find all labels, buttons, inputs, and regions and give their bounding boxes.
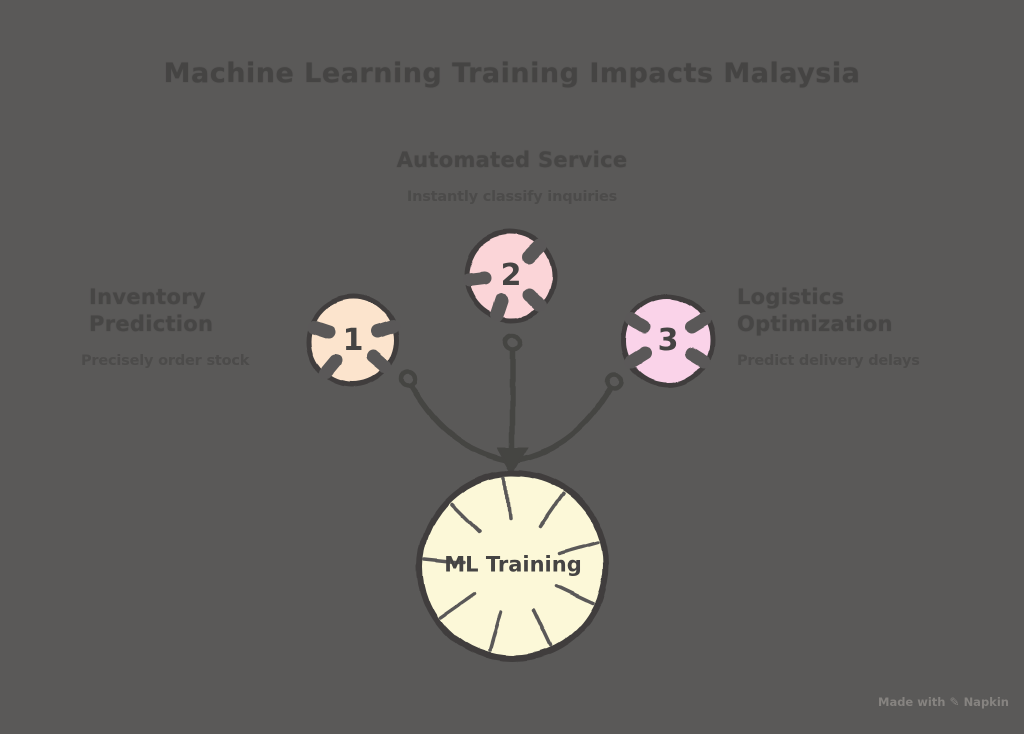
center-node-label: ML Training <box>444 552 582 577</box>
node-2-number: 2 <box>500 257 522 293</box>
ring-endpoint-right <box>605 370 625 390</box>
branch-left-subtitle: Precisely order stock <box>81 353 250 369</box>
arrowhead-icon <box>497 447 529 476</box>
branch-top-heading: Automated Service <box>396 148 628 172</box>
pen-icon: ✎ <box>949 695 960 709</box>
branch-right-subtitle: Predict delivery delays <box>737 353 920 369</box>
node-2-sketch-notches <box>462 239 548 322</box>
node-3-sketch-notches <box>625 312 711 368</box>
connector-right-to-center <box>516 384 614 463</box>
node-1-number: 1 <box>342 322 364 358</box>
branch-left-heading: Inventory Prediction <box>89 285 214 336</box>
node-3-number: 3 <box>657 322 679 358</box>
node-1-sketch-notches <box>307 320 400 380</box>
ring-endpoint-top <box>502 332 522 352</box>
diagram-title: Machine Learning Training Impacts Malays… <box>163 58 861 89</box>
branch-right-heading: Logistics Optimization <box>737 285 893 336</box>
watermark-brand: Napkin <box>963 695 1009 709</box>
branch-top-subtitle: Instantly classify inquiries <box>406 189 618 205</box>
ring-endpoint-left <box>398 369 418 389</box>
node-circle-3 <box>621 293 715 387</box>
center-node-sketch-marks <box>423 476 600 653</box>
watermark: Made with ✎ Napkin <box>878 695 1009 709</box>
watermark-prefix: Made with <box>878 695 946 709</box>
connector-left-to-center <box>408 383 509 463</box>
